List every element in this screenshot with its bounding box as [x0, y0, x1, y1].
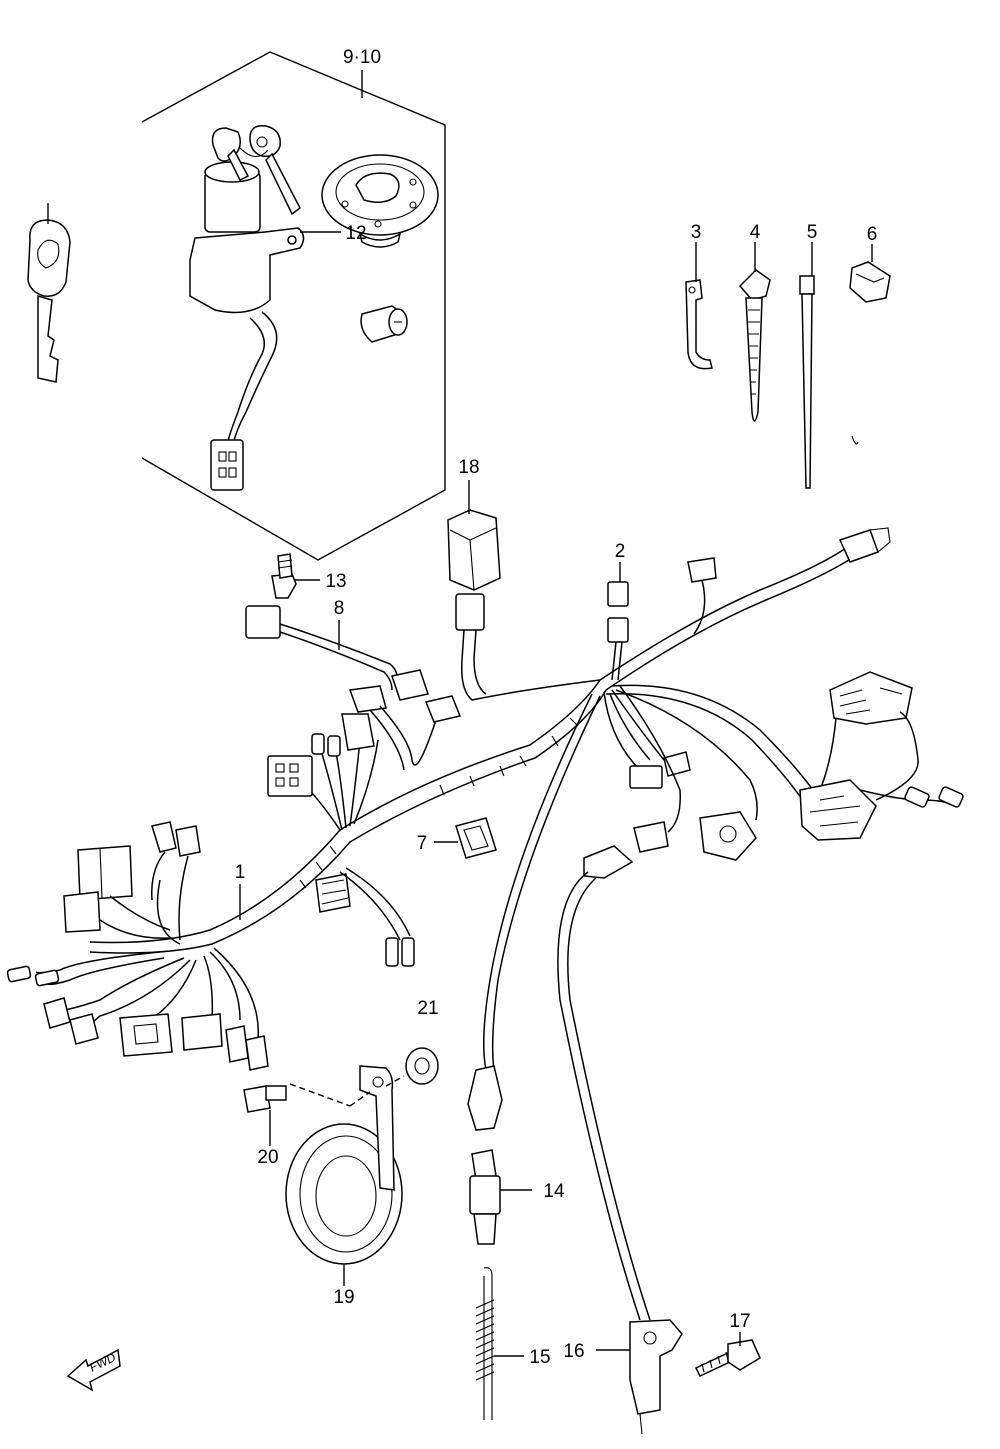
cable-tie[interactable] [799, 275, 859, 489]
fuse-holder[interactable] [607, 581, 629, 681]
callout-2: 2 [615, 541, 626, 562]
relay-small[interactable] [849, 261, 891, 303]
callout-18: 19 [333, 1287, 354, 1308]
seat-lock-cylinder[interactable] [360, 305, 408, 343]
callout-7: 7 [417, 833, 428, 854]
sub-harness-8[interactable] [245, 605, 429, 701]
horn-bolt[interactable] [243, 1083, 371, 1113]
fuel-cap-lock[interactable] [321, 154, 439, 248]
wiring-clamp[interactable] [685, 279, 713, 370]
callout-19: 20 [257, 1147, 278, 1168]
callout-6: 6 [867, 224, 878, 245]
callout-16: 17 [729, 1311, 750, 1332]
ignition-switch[interactable] [189, 161, 305, 491]
side-stand-switch[interactable] [629, 1319, 683, 1435]
main-wiring-harness[interactable] [6, 527, 964, 1321]
relay-17[interactable] [447, 509, 601, 701]
callout-3: 3 [691, 222, 702, 243]
callout-15: 16 [563, 1341, 584, 1362]
harness-clamp[interactable] [455, 817, 497, 859]
horn-nut[interactable] [385, 1047, 439, 1087]
callout-17: 18 [458, 457, 479, 478]
spring[interactable] [475, 1267, 495, 1420]
callout-8: 8 [334, 598, 345, 619]
horn[interactable] [285, 1065, 403, 1265]
callout-4: 4 [750, 222, 761, 243]
callout-14: 15 [529, 1347, 550, 1368]
callout-labels: 9·10 3 4 5 6 12 18 2 13 8 1 7 21 20 14 1… [235, 47, 878, 1368]
callout-12: 13 [325, 571, 346, 592]
ignition-set-box [141, 51, 446, 561]
callout-9-10: 9·10 [343, 47, 381, 68]
bolt-12[interactable] [271, 553, 297, 599]
callout-5: 5 [807, 222, 818, 243]
callout-11: 12 [345, 223, 366, 244]
stand-switch-bolt[interactable] [694, 1339, 761, 1377]
forward-arrow-icon: FWD [66, 1348, 121, 1392]
neutral-switch[interactable] [469, 1149, 501, 1245]
cable-tie-buckle[interactable] [738, 269, 771, 422]
key-blank[interactable] [27, 219, 71, 383]
callout-20: 21 [417, 998, 438, 1019]
ignition-keys [211, 125, 301, 216]
callout-1: 1 [235, 862, 246, 883]
leader-lines [47, 203, 873, 1357]
callout-13: 14 [543, 1181, 565, 1202]
